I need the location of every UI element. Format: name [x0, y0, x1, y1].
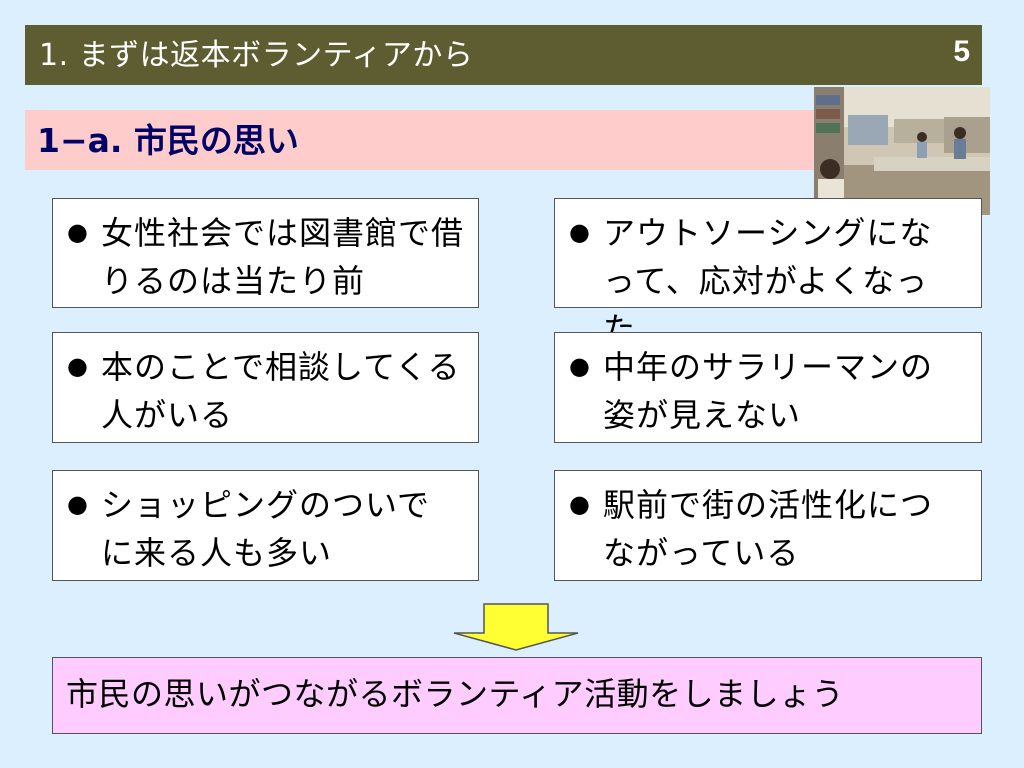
point-text: アウトソーシングになって、応対がよくなった: [603, 214, 933, 348]
point-text: 女性社会では図書館で借りるのは当たり前: [101, 214, 465, 300]
library-photo: [814, 87, 990, 215]
page-number: 5: [953, 35, 970, 68]
slide-title: 1. まずは返本ボランティアから: [39, 38, 474, 73]
point-box-2: ● アウトソーシングになって、応対がよくなった: [554, 198, 982, 348]
point-box-4: ● 中年のサラリーマンの姿が見えない: [554, 332, 982, 443]
down-arrow-icon: [453, 603, 579, 651]
point-text: 駅前で街の活性化につながっている: [603, 486, 934, 572]
bullet-icon: ●: [569, 218, 590, 246]
bullet-icon: ●: [67, 218, 88, 246]
subtitle: 1−a. 市民の思い: [37, 121, 299, 160]
point-box-6: ● 駅前で街の活性化につながっている: [554, 470, 982, 581]
library-photo-image: [814, 87, 990, 215]
point-box-3: ● 本のことで相談してくる人がいる: [52, 332, 479, 443]
subtitle-bar: 1−a. 市民の思い: [25, 110, 815, 170]
point-box-1: ● 女性社会では図書館で借りるのは当たり前: [52, 198, 479, 308]
conclusion-text: 市民の思いがつながるボランティア活動をしましょう: [66, 675, 845, 713]
slide-title-bar: 1. まずは返本ボランティアから 5: [25, 25, 982, 85]
conclusion-box: 市民の思いがつながるボランティア活動をしましょう: [52, 657, 982, 734]
bullet-icon: ●: [569, 490, 590, 518]
bullet-icon: ●: [67, 490, 88, 518]
bullet-icon: ●: [67, 352, 88, 380]
point-text: ショッピングのついでに来る人も多い: [101, 486, 431, 572]
point-box-5: ● ショッピングのついでに来る人も多い: [52, 470, 479, 581]
bullet-icon: ●: [569, 352, 590, 380]
point-text: 本のことで相談してくる人がいる: [101, 348, 461, 434]
point-text: 中年のサラリーマンの姿が見えない: [603, 348, 934, 434]
